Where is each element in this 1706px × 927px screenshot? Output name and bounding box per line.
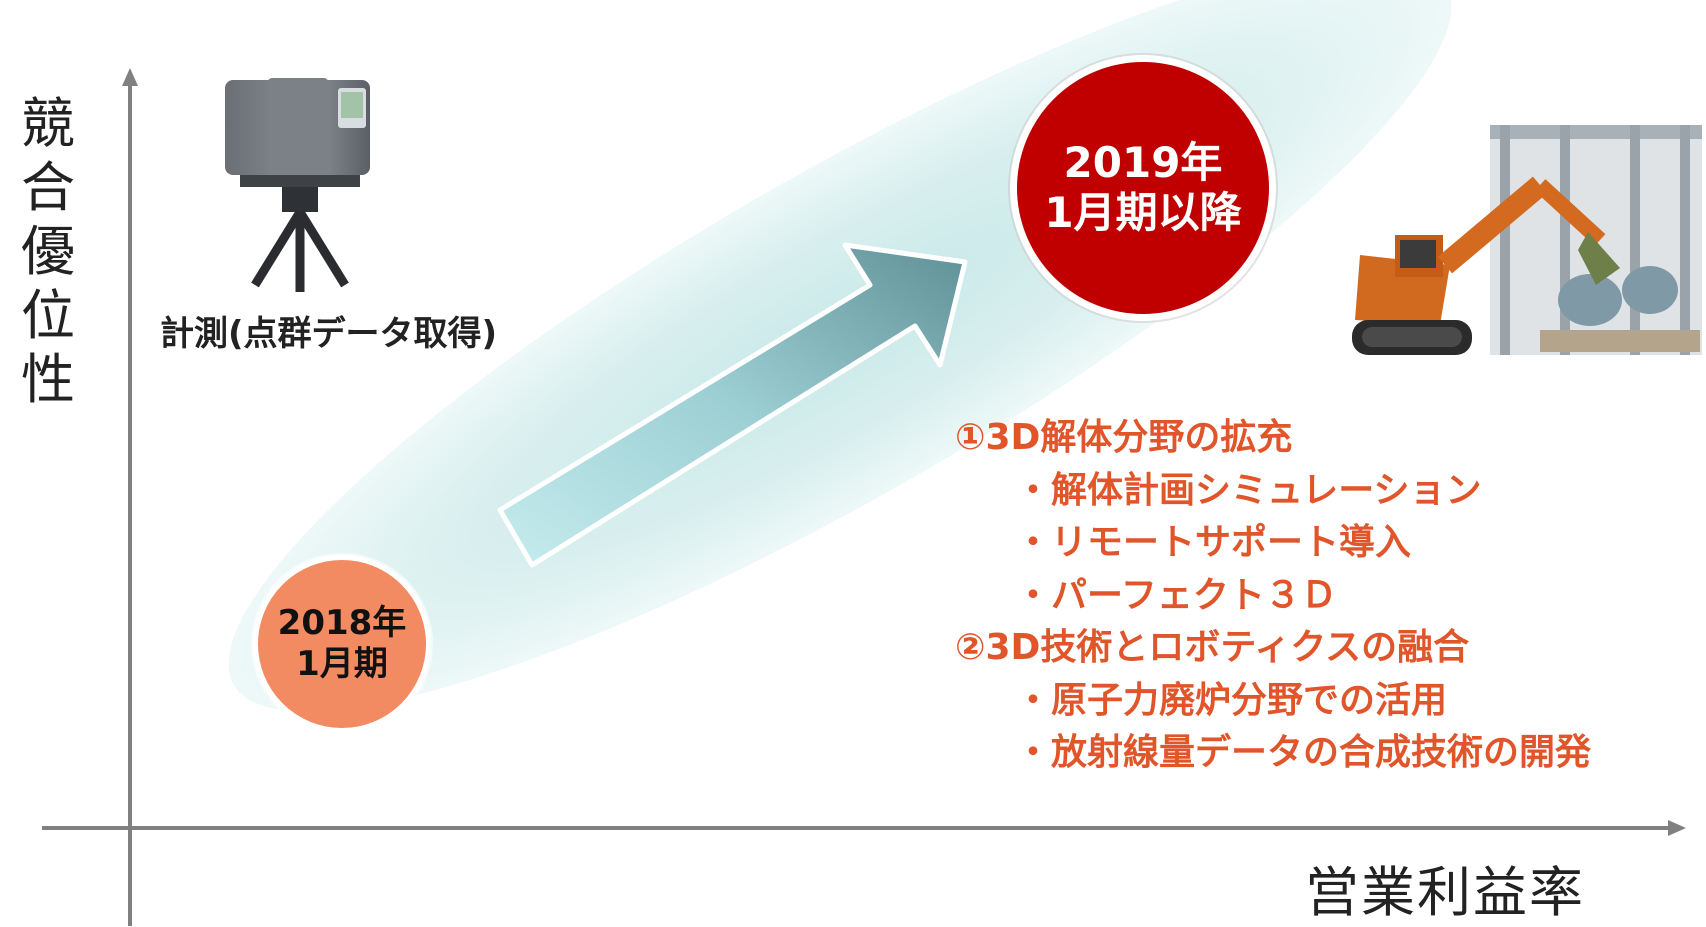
milestone-2018-year: 2018年 [277,603,407,644]
initiative-item: ・解体計画シミュレーション [1015,469,1482,511]
scanner-caption: 計測(点群データ取得) [160,314,498,354]
initiative-item: ・パーフェクト３Ｄ [1015,574,1337,616]
initiative-item: ・リモートサポート導入 [1015,522,1412,563]
milestone-2018-circle: 2018年 1月期 [253,555,431,733]
laser-scanner-image [225,78,370,292]
initiative-item: ・原子力廃炉分野での活用 [1015,679,1448,721]
growth-arrow [497,242,968,568]
milestone-2019-circle: 2019年 1月期以降 [1010,55,1276,321]
milestone-2018-period: 1月期 [296,644,388,684]
milestone-2019-year: 2019年 [1063,137,1223,187]
y-axis-arrowhead [122,68,138,86]
excavator-image [1352,125,1702,355]
y-axis-label: 競合優位性 [21,92,75,411]
x-axis-label: 営業利益率 [1305,861,1585,924]
x-axis-arrowhead [1668,820,1686,836]
initiatives-list: ①3D解体分野の拡充 ・解体計画シミュレーション ・リモートサポート導入 ・パー… [955,412,1591,780]
initiative-heading-2: ②3D技術とロボティクスの融合 [955,627,1470,668]
milestone-2019-period: 1月期以降 [1044,188,1242,237]
initiative-heading-1: ①3D解体分野の拡充 [955,417,1293,458]
initiative-item: ・放射線量データの合成技術の開発 [1015,732,1592,773]
